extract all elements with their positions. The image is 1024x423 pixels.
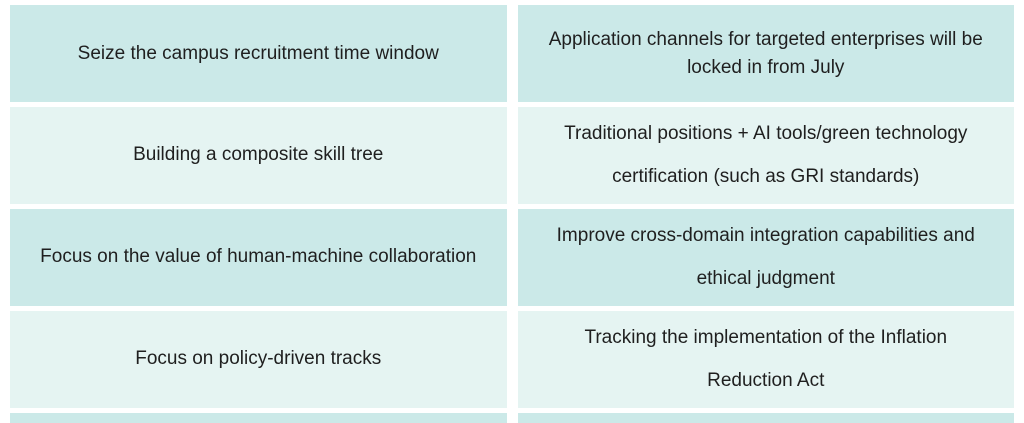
table-row: Seize the campus recruitment time window… <box>10 5 1014 102</box>
table-row: Focus on the value of human-machine coll… <box>10 209 1014 306</box>
table-cell-left: Building a composite skill tree <box>10 107 507 204</box>
table-cell-left: Seize the campus recruitment time window <box>10 5 507 102</box>
table-row: Focus on policy-driven tracks Tracking t… <box>10 311 1014 408</box>
table-row-partial <box>10 413 1014 423</box>
table-cell-left <box>10 413 507 423</box>
table-cell-right: Application channels for targeted enterp… <box>517 5 1014 102</box>
table-cell-right: Improve cross-domain integration capabil… <box>517 209 1014 306</box>
table-cell-right: Tracking the implementation of the Infla… <box>517 311 1014 408</box>
table-cell-left: Focus on the value of human-machine coll… <box>10 209 507 306</box>
table-cell-right <box>517 413 1014 423</box>
table-row: Building a composite skill tree Traditio… <box>10 107 1014 204</box>
table-cell-right: Traditional positions + AI tools/green t… <box>517 107 1014 204</box>
two-column-table: Seize the campus recruitment time window… <box>10 5 1014 423</box>
table-cell-left: Focus on policy-driven tracks <box>10 311 507 408</box>
